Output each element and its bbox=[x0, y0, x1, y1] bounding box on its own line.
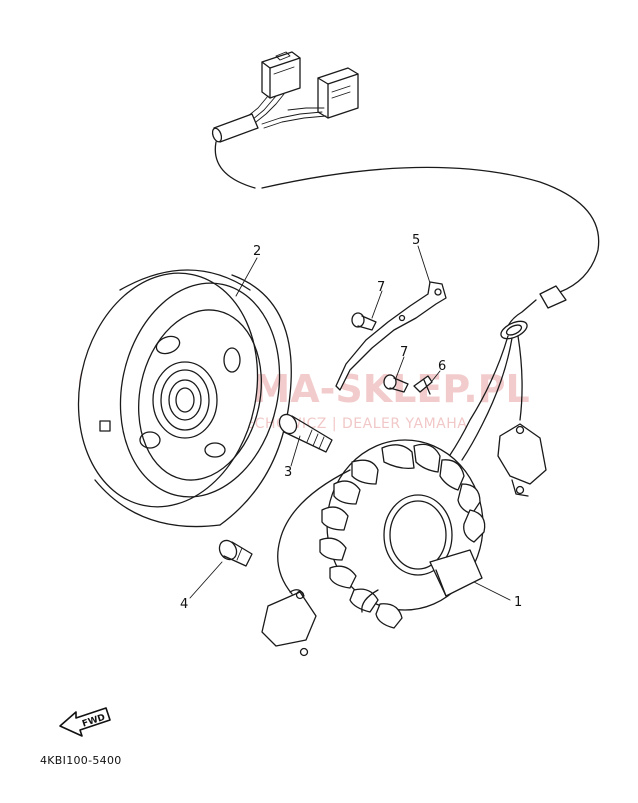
leader-lines bbox=[189, 245, 511, 601]
stator-coil-assembly bbox=[319, 439, 486, 629]
rotor bbox=[77, 269, 292, 528]
bolt-7-lower bbox=[383, 374, 409, 393]
callout-4: 4 bbox=[180, 597, 188, 612]
bolt-4 bbox=[218, 539, 253, 567]
lead-holder bbox=[335, 281, 447, 391]
callout-1: 1 bbox=[514, 595, 522, 610]
harness-connector-right bbox=[317, 67, 359, 119]
lower-pickup-coil bbox=[261, 469, 351, 657]
bolt-7-upper bbox=[351, 312, 377, 331]
clamp bbox=[413, 375, 433, 395]
callout-2: 2 bbox=[253, 244, 261, 259]
watermark-subtitle: WOJCIECHOWICZ | DEALER YAMAHA bbox=[200, 416, 467, 432]
callout-3: 3 bbox=[284, 465, 292, 480]
callout-7-lower: 7 bbox=[400, 345, 408, 360]
harness-connector-left bbox=[261, 51, 301, 99]
bolt-3 bbox=[278, 413, 333, 453]
cable-grommet bbox=[500, 285, 567, 340]
pickup-coil bbox=[497, 423, 547, 497]
callout-5: 5 bbox=[412, 233, 420, 248]
fwd-arrow-icon: FWD bbox=[59, 707, 111, 737]
callout-6: 6 bbox=[438, 359, 446, 374]
wire-harness bbox=[211, 51, 600, 461]
callout-7-upper: 7 bbox=[377, 280, 385, 295]
diagram-code: 4KBI100-5400 bbox=[40, 754, 122, 767]
